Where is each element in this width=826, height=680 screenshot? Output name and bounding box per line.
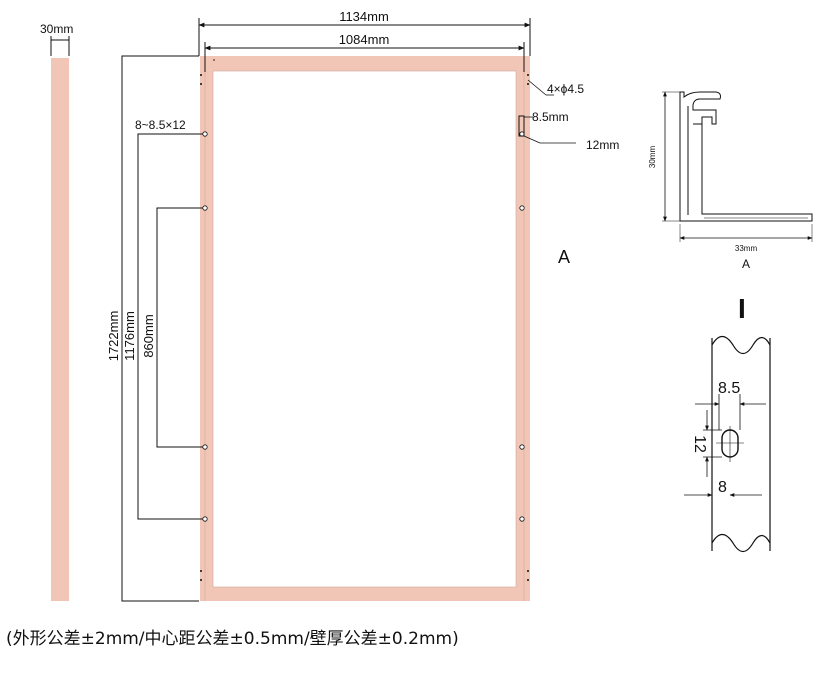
- callouts: [523, 79, 576, 144]
- outer-width-label: 1134mm: [339, 9, 389, 24]
- mount-hole: [519, 516, 525, 522]
- corner-holes-label: 4×ϕ4.5: [547, 82, 584, 96]
- mount-hole: [202, 444, 208, 450]
- detail-slot-width: 8.5: [718, 380, 740, 397]
- section-caption: A: [742, 257, 750, 271]
- tolerance-footnote: (外形公差±2mm/中心距公差±0.5mm/壁厚公差±0.2mm): [6, 629, 459, 649]
- frame-inner: [212, 70, 517, 588]
- inner-width-label: 1084mm: [339, 32, 390, 47]
- height-mid-label: 1176mm: [122, 311, 137, 361]
- frame: [200, 56, 530, 601]
- hole-width-label: 8.5mm: [532, 110, 569, 124]
- mount-hole: [202, 131, 208, 137]
- hole-length-label: 12mm: [586, 138, 619, 152]
- side-profile-bar: [51, 58, 69, 601]
- mount-hole: [202, 516, 208, 522]
- height-total-label: 1722mm: [106, 311, 121, 362]
- slot-marker: [518, 115, 525, 137]
- side-profile-width-label: 30mm: [40, 22, 73, 36]
- width-dimensions: [198, 18, 531, 72]
- detail-marker: I: [738, 293, 746, 324]
- mount-hole: [202, 205, 208, 211]
- detail-slot-offset: 8: [718, 479, 727, 496]
- detail-slot-length: 12: [691, 435, 708, 453]
- detail-view: [684, 335, 771, 553]
- section-view-label: A: [558, 247, 570, 267]
- section-width-label: 33mm: [735, 244, 758, 253]
- hole-spec-label: 8~8.5×12: [135, 118, 186, 132]
- height-dimensions: [121, 55, 203, 602]
- height-inner-label: 860mm: [141, 314, 156, 357]
- cross-section-profile: [662, 91, 813, 242]
- side-profile: 30mm: [40, 22, 73, 601]
- section-height-label: 30mm: [648, 146, 657, 169]
- mount-hole: [519, 205, 525, 211]
- mount-hole: [519, 444, 525, 450]
